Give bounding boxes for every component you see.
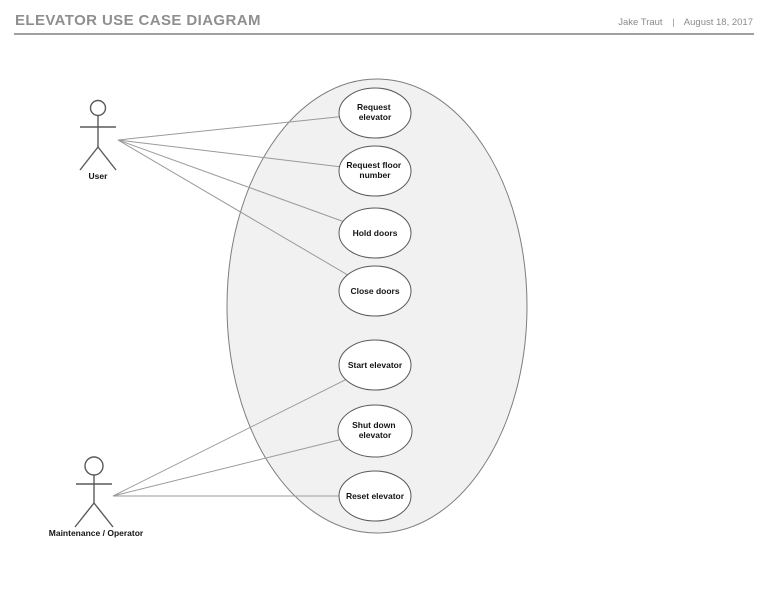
author-name: Jake Traut: [618, 17, 663, 28]
association-maintenance-shut-down-elevator: [112, 430, 376, 497]
use-case-request-floor-number: Request floor number: [338, 145, 412, 197]
actor-left-leg: [74, 502, 95, 528]
use-case-ellipse: [338, 339, 412, 391]
association-maintenance-start-elevator: [112, 364, 376, 497]
association-user-hold-doors: [117, 139, 376, 234]
use-case-ellipse: [338, 145, 412, 197]
use-case-ellipse: [338, 207, 412, 259]
actor-left-leg: [79, 146, 99, 171]
use-case-reset-elevator: Reset elevator: [338, 470, 412, 522]
meta-separator: |: [672, 17, 675, 28]
date-text: August 18, 2017: [683, 17, 753, 28]
use-case-label: Close doors: [350, 286, 399, 296]
actor-maintenance-operator: Maintenance / Operator: [49, 456, 144, 538]
use-case-ellipse: [338, 87, 412, 139]
use-case-hold-doors: Hold doors: [338, 207, 412, 259]
use-case-ellipse: [338, 265, 412, 317]
association-user-request-elevator: [117, 112, 376, 141]
use-case-label: Request elevator: [357, 102, 393, 122]
associations-maintenance: [112, 364, 376, 497]
use-case-label: Reset elevator: [346, 491, 405, 501]
use-case-label: Request floor number: [346, 160, 403, 180]
actor-right-leg: [93, 502, 114, 528]
actor-maintenance-operator-label: Maintenance / Operator: [49, 528, 144, 538]
use-case-label: Start elevator: [348, 360, 403, 370]
use-case-ellipse: [337, 404, 413, 458]
use-case-start-elevator: Start elevator: [338, 339, 412, 391]
header-divider: [14, 33, 754, 35]
actor-head: [89, 99, 107, 117]
actor-user: User: [79, 99, 117, 181]
actor-right-leg: [97, 146, 117, 171]
use-case-ellipse: [338, 470, 412, 522]
actor-user-label: User: [89, 171, 109, 181]
association-user-request-floor-number: [117, 139, 376, 172]
page-title: ELEVATOR USE CASE DIAGRAM: [15, 12, 261, 29]
actor-head: [84, 456, 104, 476]
associations-user: [117, 112, 376, 292]
use-case-close-doors: Close doors: [338, 265, 412, 317]
header-meta: Jake Traut | August 18, 2017: [618, 17, 753, 28]
association-user-close-doors: [117, 139, 376, 292]
use-case-label: Hold doors: [353, 228, 398, 238]
use-case-request-elevator: Request elevator: [338, 87, 412, 139]
use-case-label: Shut down elevator: [352, 420, 398, 440]
use-case-shut-down-elevator: Shut down elevator: [337, 404, 413, 458]
